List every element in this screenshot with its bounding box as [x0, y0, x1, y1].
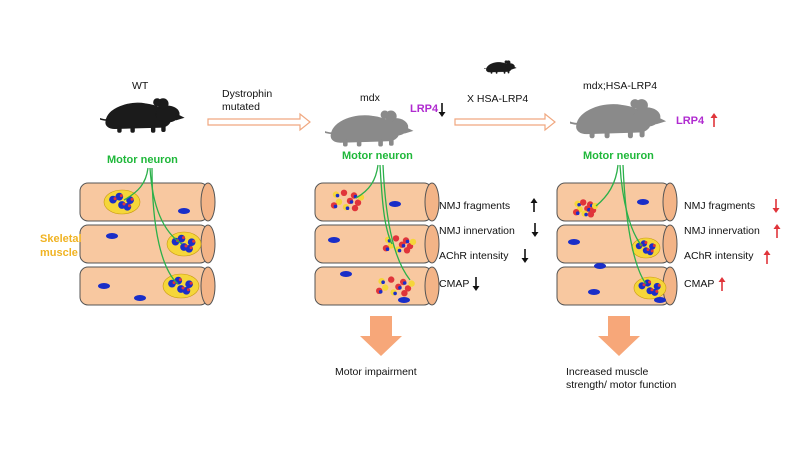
- mdx-neuron-label: Motor neuron: [342, 150, 413, 162]
- wt-title: WT: [132, 80, 149, 92]
- mdx-muscle-fibers: [314, 164, 440, 306]
- trend-down-icon: [521, 249, 529, 263]
- rescue-outcome: Increased muscle strength/ motor functio…: [566, 366, 677, 391]
- trend-up-icon: [763, 250, 771, 264]
- rescue-title: mdx;HSA-LRP4: [583, 80, 658, 92]
- transition-arrow-1: [207, 112, 311, 132]
- transition-1-label: Dystrophin mutated: [222, 88, 273, 113]
- rescue-measure-3: AChR intensity: [684, 250, 754, 262]
- wt-mouse-icon: [100, 97, 185, 134]
- trend-down-icon: [772, 199, 780, 213]
- hsa-lrp4-mouse-icon: [484, 60, 517, 74]
- trend-up-icon: [710, 113, 718, 127]
- mdx-lrp4-label: LRP4: [410, 103, 439, 115]
- outcome-arrow-mdx: [360, 316, 402, 356]
- mdx-measure-3: AChR intensity: [439, 250, 509, 262]
- rescue-measure-4: CMAP: [684, 278, 715, 290]
- skeletal-muscle-label: Skeletal muscle: [40, 233, 82, 259]
- mdx-measure-1: NMJ fragments: [439, 200, 511, 212]
- transition-arrow-2: [454, 112, 556, 132]
- rescue-neuron-label: Motor neuron: [583, 150, 654, 162]
- rescue-mouse-icon: [570, 98, 666, 139]
- mdx-measure-2: NMJ innervation: [439, 225, 515, 237]
- mdx-mouse-icon: [325, 110, 414, 148]
- rescue-lrp4-label: LRP4: [676, 115, 705, 127]
- wt-muscle-fibers: [79, 167, 216, 306]
- mdx-title: mdx: [360, 92, 380, 104]
- rescue-measure-1: NMJ fragments: [684, 200, 756, 212]
- trend-down-icon: [472, 277, 480, 291]
- trend-up-icon: [530, 198, 538, 212]
- trend-up-icon: [718, 277, 726, 291]
- trend-arrows: [438, 103, 781, 291]
- rescue-measure-2: NMJ innervation: [684, 225, 760, 237]
- trend-down-icon: [531, 223, 539, 237]
- wt-neuron-label: Motor neuron: [107, 154, 178, 166]
- mdx-outcome: Motor impairment: [335, 366, 417, 378]
- rescue-muscle-fibers: [556, 164, 678, 306]
- trend-up-icon: [773, 224, 781, 238]
- outcome-arrow-rescue: [598, 316, 640, 356]
- transition-2-label: X HSA-LRP4: [467, 93, 529, 105]
- trend-down-icon: [438, 103, 446, 117]
- mdx-measure-4: CMAP: [439, 278, 470, 290]
